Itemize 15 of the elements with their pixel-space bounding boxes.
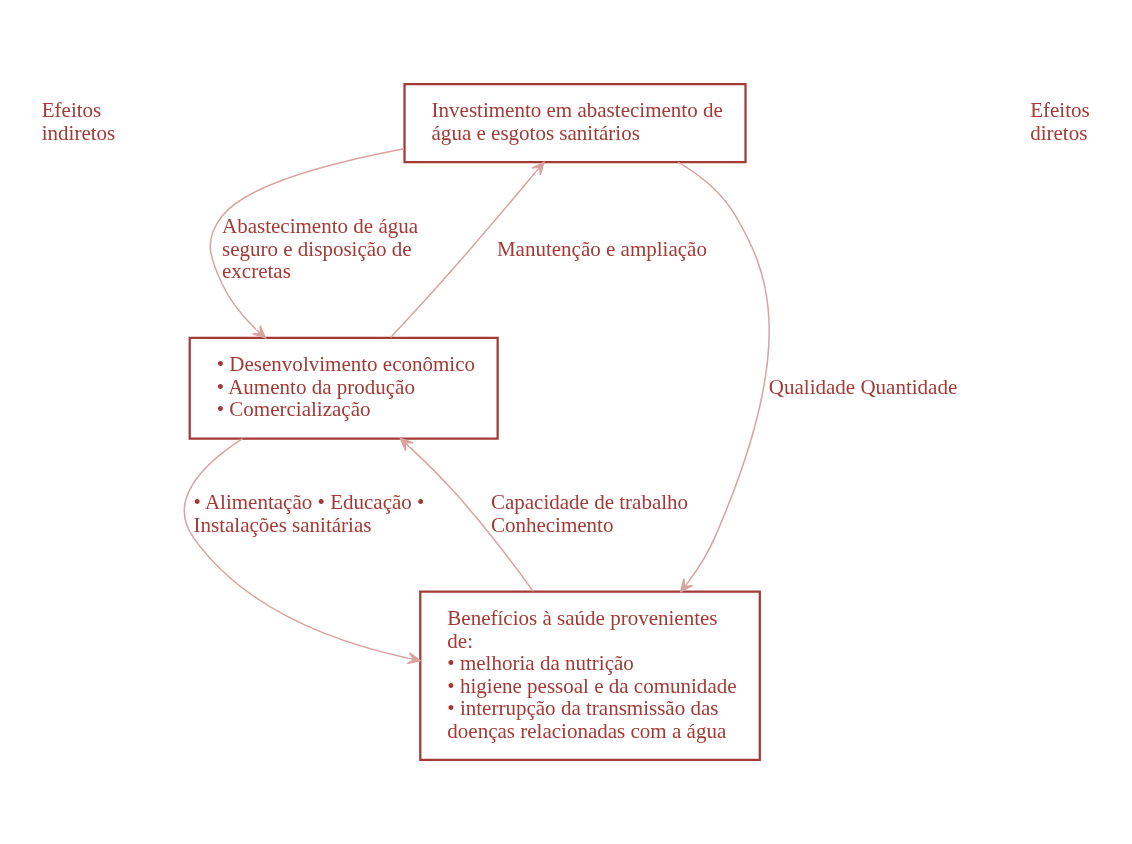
arrow: [183, 437, 421, 665]
edge-label: Capacidade de trabalho Conhecimento: [490, 490, 689, 537]
node-box: • Desenvolvimento econômico • Aumento da produção • Comercialização: [188, 336, 499, 440]
edge-label: • Alimentação • Educação • Instalações sanitárias: [193, 490, 425, 537]
edge-label: Manutenção e ampliação: [496, 236, 707, 261]
node-box: Benefícios à saúde provenientes de: • melhoria da nutrição • higiene pessoal e da comunidade • interrupção da transmissão das doenças relacionadas com a água: [419, 590, 761, 762]
node-box: Investimento em abastecimento de água e esgotos sanitários: [403, 82, 747, 164]
arrow: [389, 161, 545, 339]
arrow: [677, 161, 770, 593]
edge-label: Qualidade Quantidade: [768, 374, 958, 399]
arrow: [209, 148, 405, 339]
label: Efeitos diretos: [1030, 98, 1090, 145]
edge-label: Abastecimento de água seguro e disposição de excretas: [222, 214, 419, 284]
label: Efeitos indiretos: [41, 98, 116, 145]
arrow: [399, 437, 534, 593]
